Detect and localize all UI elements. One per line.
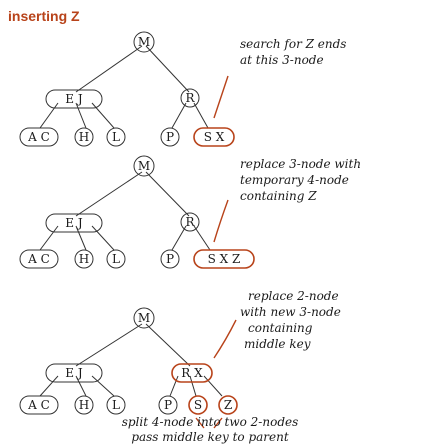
leaf-label: H [79,252,89,266]
diagram-3-split-marks [195,417,223,429]
leaf-label: H [79,398,89,412]
leaf-label: L [112,130,120,144]
node-label: M [138,35,150,49]
diagram-1-node-ej: E J [45,89,103,109]
diagram-2-node-r: R [180,212,200,232]
diagram-2-annotation-line3: containing Z [240,189,317,203]
leaf-label-highlight: Z [224,398,232,412]
diagram-1-leaves: A C H L P S X [19,127,235,147]
diagram-2-annotation-line1: replace 3-node with [240,157,361,171]
node-label: E J [65,92,83,106]
diagram-1-annotation-line2: at this 3-node [240,53,324,67]
leaf-label-highlight: S X Z [208,252,241,266]
leaf-label: H [79,130,89,144]
diagram-3: M E J R X A C H L P S Z replace 2-node w… [19,289,341,429]
node-label: R [185,215,195,229]
diagram-3-leaves: A C H L P S Z [19,395,238,415]
diagram-2: M E J R A C H L P S X Z replace 3-node w… [19,155,361,269]
diagram-1-links [39,45,209,129]
node-label: R [185,91,195,105]
leaf-label: P [166,252,174,266]
diagram-3-arrow [213,319,237,359]
diagram-1: M E J R A C H L P S X search for Z ends … [19,31,346,147]
diagram-3-node-ej: E J [45,363,103,383]
diagram-2-leaves: A C H L P S X Z [19,249,255,269]
leaf-label: L [112,398,120,412]
leaf-label: L [112,252,120,266]
node-label: E J [65,366,83,380]
leaf-label: A C [27,252,50,266]
leaf-label-highlight: S [194,398,202,412]
leaf-label-highlight: S X [204,130,225,144]
diagram-2-annotation-line2: temporary 4-node [240,173,349,187]
diagram-3-annotation-line2: with new 3-node [240,305,341,319]
diagram-2-node-ej: E J [45,213,103,233]
diagram-1-arrow [213,75,229,119]
leaf-label: A C [27,130,50,144]
diagram-3-annotation-line1: replace 2-node [248,289,339,303]
leaf-label: P [166,130,174,144]
node-label: E J [65,216,83,230]
diagram-3-links [39,323,223,397]
diagram-3-node-root: M [133,307,155,329]
leaf-label: P [164,398,172,412]
diagram-2-arrow [213,199,229,243]
diagram-3-annotation-line3: containing [248,321,313,335]
node-label: M [138,311,150,325]
footer-line1: split 4-node into two 2-nodes [122,415,299,429]
diagram-1-node-r: R [180,88,200,108]
diagram-1-node-root: M [133,31,155,53]
diagram-3-annotation-line4: middle key [244,337,311,351]
diagram-3-node-rx: R X [171,363,213,383]
diagram-1-annotation-line1: search for Z ends [240,37,346,51]
leaf-label: A C [27,398,50,412]
node-label: M [138,159,150,173]
page-title: inserting Z [8,8,80,24]
node-label-highlight: R X [181,366,203,380]
footer-line2: pass middle key to parent [131,430,289,444]
diagram-2-node-root: M [133,155,155,177]
diagram-2-links [39,171,211,251]
